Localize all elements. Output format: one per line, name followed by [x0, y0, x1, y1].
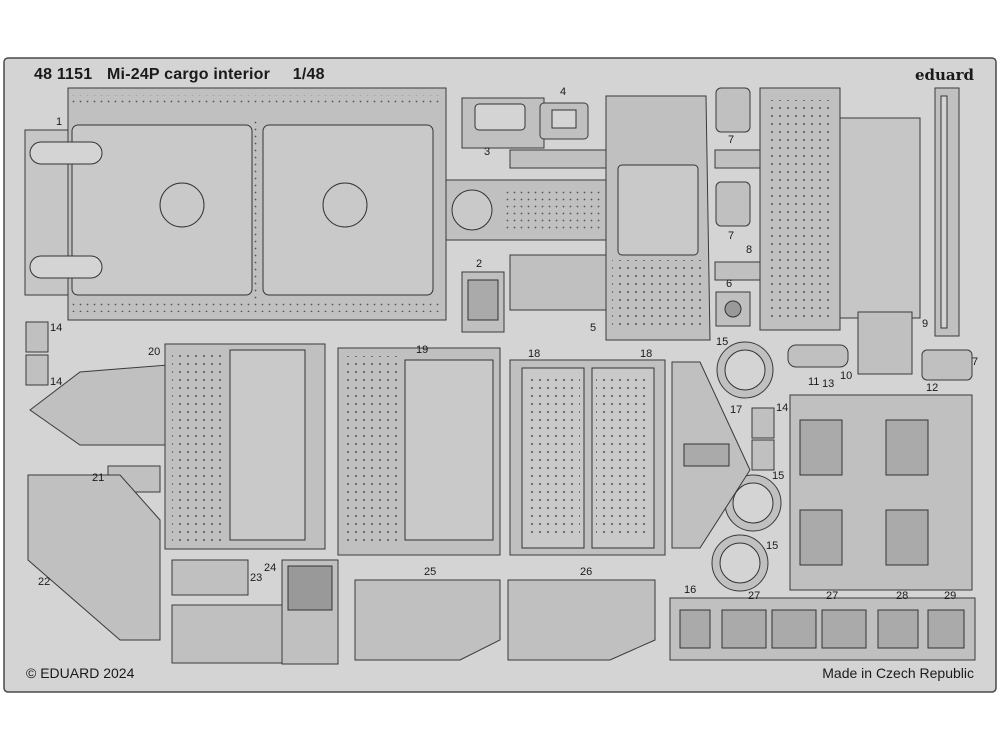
part-number-29: 29: [944, 590, 957, 602]
part-number-19: 19: [416, 344, 429, 356]
part-18-panels: [509, 359, 666, 556]
copyright: © EDUARD 2024: [26, 665, 135, 681]
part-14: [25, 321, 775, 471]
parts-10-13: [787, 311, 913, 375]
part-number-16: 16: [684, 584, 697, 596]
part-17: [671, 361, 751, 549]
product-number: 48 1151: [34, 66, 93, 83]
part-number-25: 25: [424, 566, 437, 578]
part-number-4: 4: [560, 86, 567, 98]
part-23: [171, 559, 283, 664]
part-number-7c: 7: [972, 356, 979, 368]
part-5-panel: [509, 95, 711, 341]
part-number-12: 12: [926, 382, 939, 394]
part-3: [461, 97, 545, 149]
part-number-1: 1: [56, 116, 63, 128]
part-number-7b: 7: [728, 230, 735, 242]
part-number-21: 21: [92, 472, 105, 484]
part-2: [461, 271, 505, 333]
part-number-5: 5: [590, 322, 597, 334]
part-25: [354, 579, 501, 661]
part-6: [715, 291, 751, 327]
part-number-20: 20: [148, 346, 161, 358]
part-number-2: 2: [476, 258, 483, 270]
part-number-18b: 18: [640, 348, 653, 360]
origin-label: Made in Czech Republic: [822, 665, 974, 681]
part-24: [281, 559, 339, 665]
part-number-18a: 18: [528, 348, 541, 360]
sheet-title: Mi-24P cargo interior: [107, 66, 271, 83]
part-number-10: 10: [840, 370, 853, 382]
part-number-9: 9: [922, 318, 929, 330]
sheet-title-line: 48 1151 Mi-24P cargo interior 1/48: [34, 66, 325, 84]
part-15-rings: [711, 341, 782, 592]
part-number-14c: 14: [776, 402, 789, 414]
part-7-clips: [715, 87, 973, 381]
part-4: [539, 102, 589, 140]
part-number-3: 3: [484, 146, 491, 158]
part-number-14b: 14: [50, 376, 63, 388]
part-number-14a: 14: [50, 322, 63, 334]
part-number-27b: 27: [826, 590, 839, 602]
part-number-28: 28: [896, 590, 909, 602]
parts-16-29-strip: [669, 597, 976, 661]
part-number-24: 24: [264, 562, 277, 574]
part-number-15c: 15: [766, 540, 779, 552]
part-number-17: 17: [730, 404, 743, 416]
part-number-15a: 15: [716, 336, 729, 348]
scale-label: 1/48: [292, 66, 325, 83]
part-22: [27, 474, 161, 641]
part-number-27a: 27: [748, 590, 761, 602]
part-8-frame: [714, 87, 921, 331]
part-number-6: 6: [726, 278, 733, 290]
part-number-26: 26: [580, 566, 593, 578]
part-number-15b: 15: [772, 470, 785, 482]
part-26: [507, 579, 656, 661]
part-number-7a: 7: [728, 134, 735, 146]
part-number-8: 8: [746, 244, 753, 256]
part-1-floor-panel: [24, 87, 607, 321]
part-20-panel: [29, 343, 326, 550]
part-9-strip: [934, 87, 960, 337]
part-number-13: 13: [822, 378, 835, 390]
brand-logo: eduard: [914, 66, 974, 84]
part-number-22: 22: [38, 576, 51, 588]
part-number-23: 23: [250, 572, 263, 584]
part-number-11: 11: [808, 376, 820, 388]
part-13-panel: [789, 394, 973, 591]
part-19-panel: [337, 347, 501, 556]
